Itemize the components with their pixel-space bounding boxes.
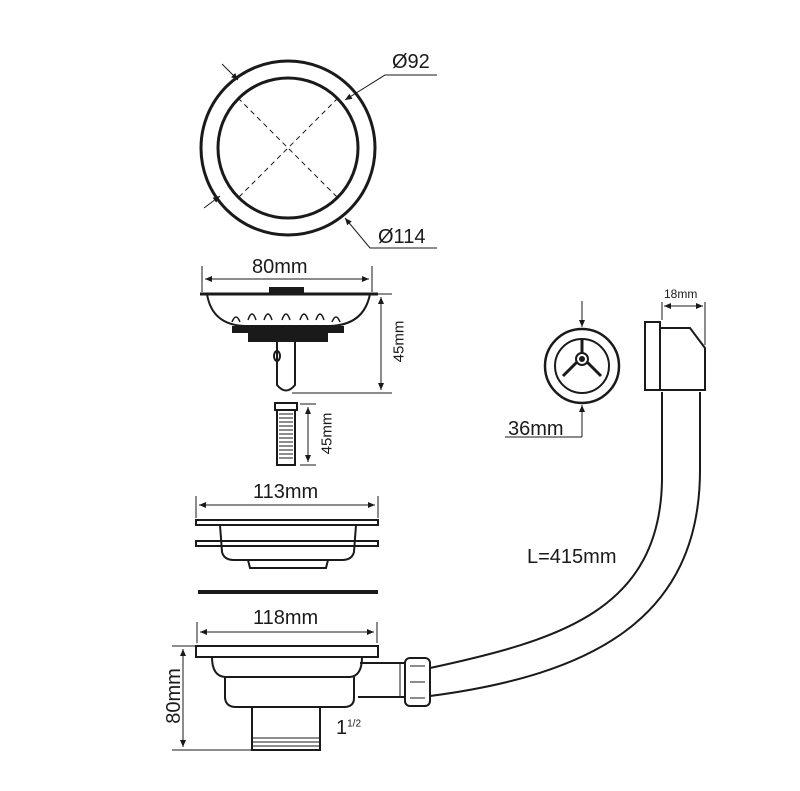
flange — [195, 496, 379, 569]
knob-diameter-label: 36mm — [508, 418, 564, 440]
strainer-width-label: 80mm — [252, 256, 308, 278]
thread-size-number: 1 — [336, 717, 348, 739]
screw-length-label: 45mm — [318, 412, 336, 455]
overflow-knob — [505, 301, 621, 438]
thread-size-label: 11/2 — [336, 718, 361, 738]
body-width-label: 118mm — [253, 607, 319, 629]
flange-width-label: 113mm — [253, 481, 319, 503]
strainer-basket — [200, 266, 392, 394]
strainer-height-label: 45mm — [390, 320, 408, 363]
overflow-hose — [429, 302, 706, 697]
strainer-top-view — [199, 59, 437, 249]
drain-body — [172, 622, 431, 751]
screw — [274, 402, 316, 466]
thread-size-fraction: 1/2 — [347, 718, 362, 730]
inner-diameter-label: Ø92 — [392, 51, 430, 73]
overflow-depth-label: 18mm — [664, 287, 698, 301]
outer-diameter-label: Ø114 — [378, 226, 426, 248]
body-height-label: 80mm — [162, 668, 185, 724]
hose-length-label: L=415mm — [527, 546, 617, 568]
